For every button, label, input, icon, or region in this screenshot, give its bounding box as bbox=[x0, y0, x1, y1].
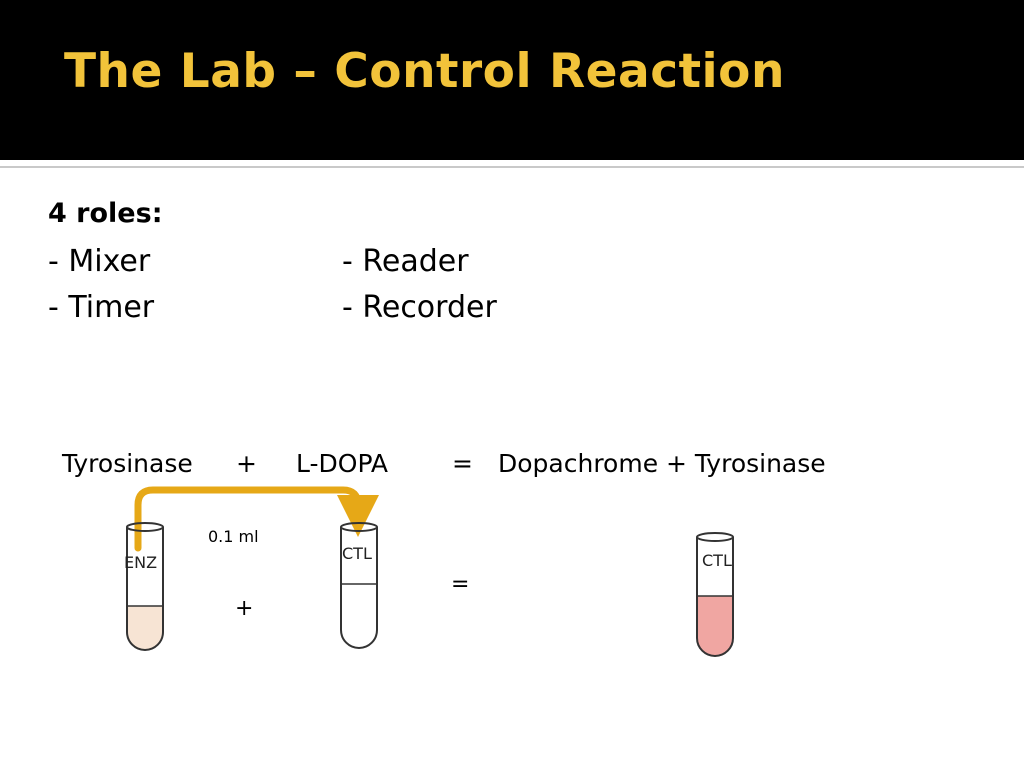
role-recorder: - Recorder bbox=[342, 290, 497, 325]
equation-plus: + bbox=[236, 449, 257, 478]
diagram-plus: + bbox=[235, 596, 254, 621]
product-text: Dopachrome + Tyrosinase bbox=[498, 449, 826, 478]
enzyme-tube-label: ENZ bbox=[124, 553, 158, 572]
title-divider bbox=[0, 166, 1024, 168]
control-tube-label: CTL bbox=[342, 544, 372, 563]
result-tube bbox=[696, 532, 734, 657]
title-bar: The Lab – Control Reaction bbox=[0, 0, 1024, 160]
role-mixer: - Mixer bbox=[48, 244, 151, 279]
enzyme-tube bbox=[126, 522, 164, 651]
slide-title: The Lab – Control Reaction bbox=[64, 44, 785, 99]
control-tube bbox=[340, 522, 378, 649]
reactant-l-dopa: L-DOPA bbox=[296, 449, 389, 478]
role-reader: - Reader bbox=[342, 244, 469, 279]
role-timer: - Timer bbox=[48, 290, 155, 325]
diagram-equals: = bbox=[451, 572, 470, 597]
transfer-arrow bbox=[134, 486, 379, 552]
roles-heading: 4 roles: bbox=[48, 198, 163, 229]
result-tube-label: CTL bbox=[702, 551, 732, 570]
transfer-volume: 0.1 ml bbox=[208, 527, 259, 546]
reactant-tyrosinase: Tyrosinase bbox=[62, 449, 193, 478]
equation-equals: = bbox=[452, 449, 473, 478]
